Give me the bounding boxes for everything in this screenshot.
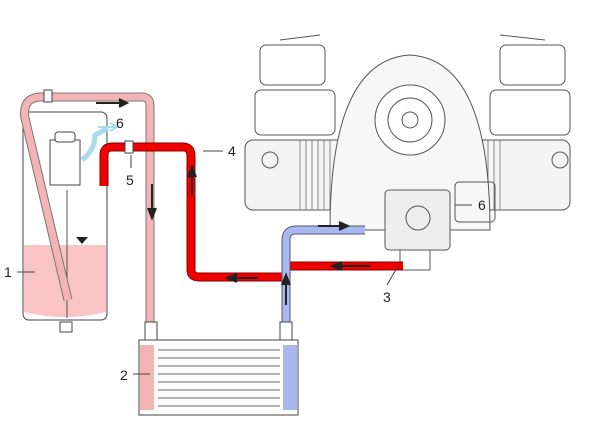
cool-line-outline [281, 225, 365, 322]
label-vent-engine: 6 [478, 197, 486, 213]
flow-arrow-icon [187, 164, 197, 195]
flow-arrow-icon [329, 261, 370, 271]
flow-arrow-icon [147, 184, 157, 221]
flow-arrow-icon [318, 221, 351, 231]
engine-drawing [244, 34, 571, 271]
feed-line [21, 93, 154, 322]
oil-level-marker-icon [76, 237, 88, 244]
clamp-icon [43, 89, 53, 103]
label-vent-tank: 6 [116, 115, 124, 131]
label-oil-cooler: 2 [120, 367, 128, 383]
label-hose: 4 [228, 143, 236, 159]
flow-arrow-icon [224, 273, 258, 283]
flow-arrow-icon [96, 98, 130, 108]
label-return-fitting: 3 [383, 289, 391, 305]
oil-tank [22, 111, 108, 333]
oil-cooler [138, 321, 299, 416]
vent-line [80, 125, 110, 162]
label-clamp: 5 [126, 172, 134, 188]
flow-arrow-icon [281, 272, 291, 305]
vent-arrow-icon [98, 122, 120, 132]
label-tank: 1 [4, 264, 12, 280]
cool-line [282, 226, 365, 322]
clamp-icon [124, 140, 134, 154]
